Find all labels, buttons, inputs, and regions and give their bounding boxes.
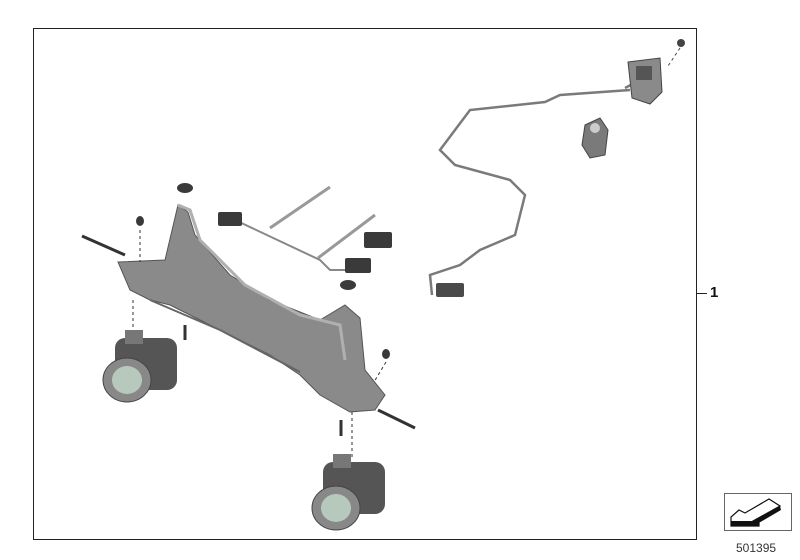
- fog-lamp-right[interactable]: [311, 454, 385, 531]
- wiring-harness[interactable]: [428, 73, 661, 296]
- screw[interactable]: [81, 234, 416, 436]
- back-arrow-icon[interactable]: [724, 493, 792, 531]
- cable-tie[interactable]: [269, 185, 376, 260]
- switch-clamp[interactable]: [581, 117, 609, 159]
- position-label[interactable]: 1: [710, 284, 719, 301]
- lamp-cable[interactable]: [218, 212, 392, 273]
- diagram-number: 501395: [736, 541, 777, 555]
- position-leader-line: [697, 293, 707, 294]
- mounting-bracket[interactable]: [117, 203, 386, 413]
- rubber-grommet[interactable]: [136, 183, 390, 359]
- assembly-line: [132, 230, 387, 460]
- switch-bracket[interactable]: [627, 39, 685, 105]
- harness-connector[interactable]: [436, 283, 464, 297]
- fog-lamp-left[interactable]: [102, 330, 177, 403]
- diagram-frame: [33, 28, 697, 540]
